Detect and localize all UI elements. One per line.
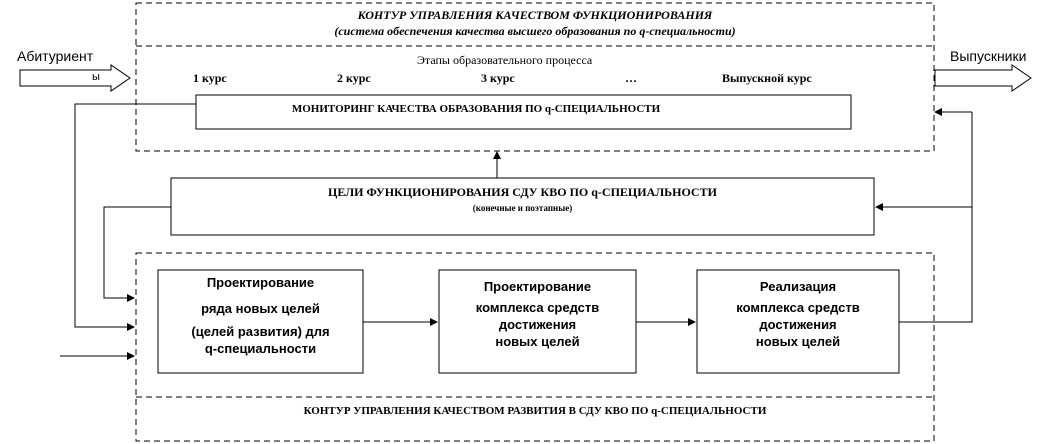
line-monitoring-loop xyxy=(74,103,196,331)
block1-line1: Проектирование xyxy=(206,275,315,290)
block1-line3: (целей развития) для xyxy=(191,324,330,339)
block3-line1: Реализация xyxy=(759,279,837,294)
bottom-contour-frame xyxy=(135,252,935,442)
monitoring-box xyxy=(195,94,852,130)
input-label: Абитуриент xyxy=(17,48,94,64)
block3-line3: достижения xyxy=(759,317,837,332)
stage-1: 1 курс xyxy=(193,71,227,85)
block3-line2: комплекса средств xyxy=(736,300,860,315)
block2-line1: Проектирование xyxy=(483,279,592,294)
goals-box xyxy=(170,177,875,236)
stage-ellipsis: … xyxy=(625,71,637,85)
goals-title: ЦЕЛИ ФУНКЦИОНИРОВАНИЯ СДУ КВО ПО q-СПЕЦИ… xyxy=(328,185,717,199)
stage-2: 2 курс xyxy=(337,71,371,85)
goals-note: (конечные и поэтапные) xyxy=(472,203,573,213)
top-contour-frame xyxy=(135,2,935,152)
line-realization-feedback xyxy=(899,112,973,323)
line-goals-loop xyxy=(103,206,171,302)
stage-final: Выпускной курс xyxy=(722,71,812,85)
top-contour-title: КОНТУР УПРАВЛЕНИЯ КАЧЕСТВОМ ФУНКЦИОНИРОВ… xyxy=(357,8,713,22)
stage-3: 3 курс xyxy=(481,71,515,85)
block3-line4: новых целей xyxy=(755,334,841,349)
block2-line4: новых целей xyxy=(495,334,580,349)
input-label-fragment: ы xyxy=(92,71,100,83)
monitoring-label: МОНИТОРИНГ КАЧЕСТВА ОБРАЗОВАНИЯ ПО q-СПЕ… xyxy=(291,103,661,115)
bottom-contour-title: КОНТУР УПРАВЛЕНИЯ КАЧЕСТВОМ РАЗВИТИЯ В С… xyxy=(303,405,767,417)
top-contour-subtitle: (система обеспечения качества высшего об… xyxy=(334,24,736,38)
output-label: Выпускники xyxy=(950,48,1027,64)
block1-line2: ряда новых целей xyxy=(201,301,320,316)
stages-title: Этапы образовательного процесса xyxy=(417,53,593,67)
block2-line2: комплекса средств xyxy=(475,300,600,315)
block1-line4: q-специальности xyxy=(204,341,317,356)
block-design-goals xyxy=(157,269,364,374)
input-arrow xyxy=(19,64,131,92)
block2-line3: достижения xyxy=(498,317,577,332)
output-arrow xyxy=(934,64,1032,92)
